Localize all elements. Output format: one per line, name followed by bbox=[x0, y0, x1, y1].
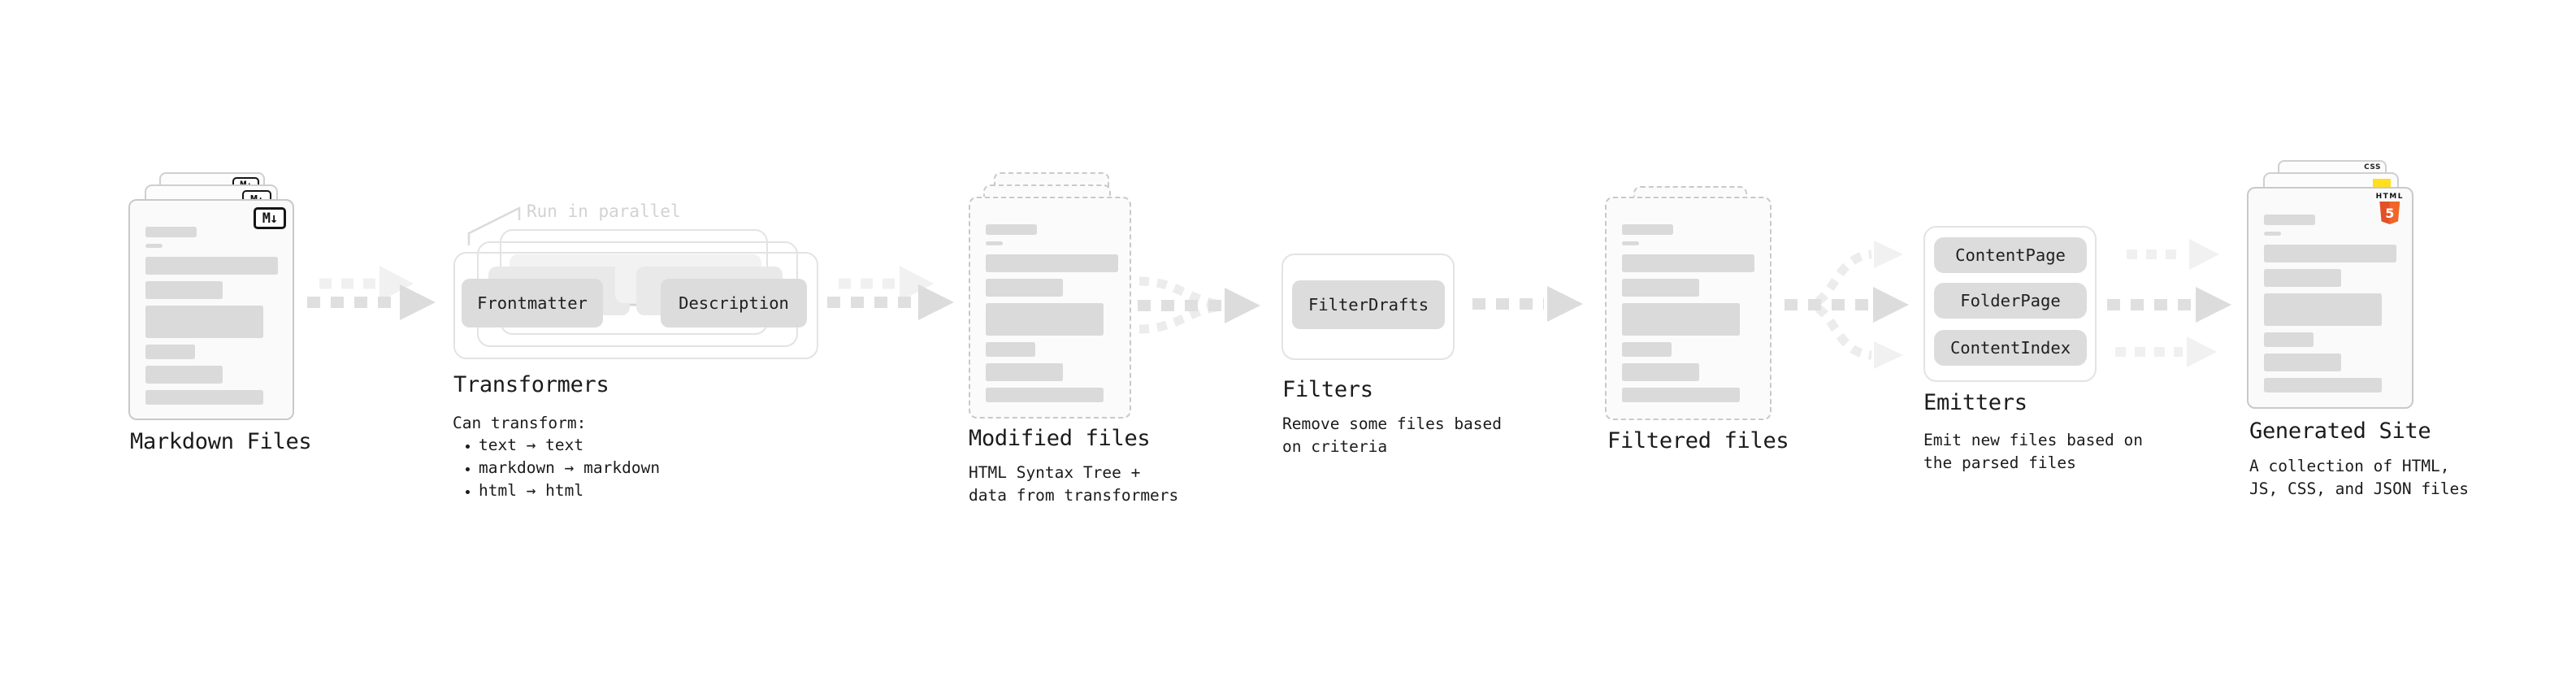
doc-content-placeholder bbox=[986, 224, 1118, 402]
desc-line: the parsed files bbox=[1923, 453, 2076, 472]
node-label: Filters bbox=[1282, 377, 1373, 402]
doc-page-html: HTML 5 bbox=[2247, 187, 2413, 409]
node-label: Markdown Files bbox=[130, 429, 312, 454]
node-description: Emit new files based on the parsed files bbox=[1923, 429, 2143, 475]
desc-line: A collection of HTML, bbox=[2249, 457, 2450, 475]
doc-content-placeholder bbox=[145, 227, 281, 405]
folderpage-step: FolderPage bbox=[1934, 283, 2087, 319]
contentpage-step: ContentPage bbox=[1934, 237, 2087, 273]
filterdrafts-step: FilterDrafts bbox=[1292, 280, 1445, 329]
doc-page bbox=[969, 197, 1131, 419]
arrow-emitters-to-generated bbox=[2107, 239, 2231, 367]
node-description: A collection of HTML, JS, CSS, and JSON … bbox=[2249, 455, 2469, 501]
list-item: text → text bbox=[479, 434, 660, 457]
desc-line: Can transform: bbox=[453, 414, 587, 432]
arrow-modified-to-filters bbox=[1138, 276, 1260, 334]
arrow-filters-to-filtered bbox=[1472, 286, 1583, 322]
js-icon bbox=[2373, 179, 2391, 189]
markdown-icon: M↓ bbox=[254, 207, 286, 229]
doc-content-placeholder bbox=[2264, 215, 2400, 393]
node-label: Generated Site bbox=[2249, 419, 2431, 444]
arrow-filtered-to-emitters bbox=[1785, 241, 1909, 369]
doc-page bbox=[1605, 197, 1772, 420]
list-item: markdown → markdown bbox=[479, 457, 660, 479]
node-label: Modified files bbox=[969, 426, 1151, 451]
arrow-transformers-to-modified bbox=[827, 266, 954, 320]
html5-icon: HTML 5 bbox=[2376, 193, 2404, 224]
description-step: Description bbox=[661, 279, 807, 327]
node-description: Remove some files based on criteria bbox=[1282, 413, 1502, 458]
desc-line: Emit new files based on bbox=[1923, 431, 2144, 449]
desc-line: data from transformers bbox=[969, 486, 1179, 505]
desc-line: Remove some files based bbox=[1282, 414, 1503, 433]
frontmatter-step: Frontmatter bbox=[462, 279, 603, 327]
node-label: Transformers bbox=[453, 372, 609, 397]
desc-line: on criteria bbox=[1282, 437, 1388, 456]
transform-capability-list: text → text markdown → markdown html → h… bbox=[457, 434, 660, 502]
list-item: html → html bbox=[479, 479, 660, 502]
node-label: Emitters bbox=[1923, 390, 2027, 415]
run-in-parallel-note: Run in parallel bbox=[527, 202, 681, 221]
transformer-group-outline bbox=[453, 252, 818, 359]
node-description: HTML Syntax Tree + data from transformer… bbox=[969, 462, 1178, 507]
arrow-markdown-to-transformers bbox=[307, 266, 436, 320]
node-label: Filtered files bbox=[1607, 428, 1789, 453]
doc-page: M↓ bbox=[128, 199, 294, 420]
desc-line: JS, CSS, and JSON files bbox=[2249, 479, 2470, 498]
contentindex-step: ContentIndex bbox=[1934, 330, 2087, 366]
note-leader-line bbox=[467, 206, 521, 245]
desc-line: HTML Syntax Tree + bbox=[969, 463, 1141, 482]
doc-content-placeholder bbox=[1622, 224, 1759, 402]
node-description: Can transform: bbox=[453, 412, 586, 435]
